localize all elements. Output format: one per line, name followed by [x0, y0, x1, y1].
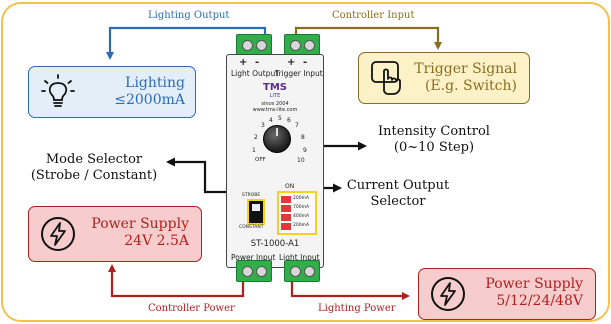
- power-left-title: Power Supply: [91, 216, 189, 232]
- power-right-title: Power Supply: [485, 276, 583, 292]
- mode-constant-label: CONSTANT: [239, 225, 264, 230]
- intensity-range: (0~10 Step): [393, 140, 475, 155]
- power-input-terminal-label: Power Input: [231, 253, 276, 262]
- lighting-box: Lighting ≤2000mA: [28, 66, 196, 118]
- dip-label-3: 400mA: [293, 214, 310, 219]
- lighting-title: Lighting: [125, 75, 185, 91]
- mode-strobe-label: STROBE: [242, 193, 261, 198]
- touch-finger-icon: [371, 61, 401, 95]
- lighting-current: ≤2000mA: [114, 92, 185, 108]
- intensity-knob[interactable]: [263, 125, 291, 153]
- controller-power-wire: [108, 264, 245, 298]
- lighting-box-text: Lighting ≤2000mA: [114, 75, 185, 109]
- mode-selector-callout: Mode Selector (Strobe / Constant): [26, 152, 162, 184]
- trigger-title: Trigger Signal: [414, 61, 517, 77]
- since-text: since 2004: [261, 101, 289, 107]
- power-supply-controller-box: Power Supply 24V 2.5A: [28, 206, 202, 262]
- dial-number-5: 5: [278, 115, 282, 122]
- trigger-box-text: Trigger Signal (E.g. Switch): [414, 61, 517, 95]
- light-input-terminal-label: Light Input: [279, 253, 320, 262]
- dial-number-1: 1: [252, 147, 256, 154]
- tms-logo: TMS LITE: [263, 82, 287, 100]
- power-input-terminal[interactable]: [236, 260, 272, 282]
- trigger-signal-box: Trigger Signal (E.g. Switch): [358, 52, 530, 104]
- dial-number-10: 10: [297, 157, 305, 164]
- power-right-spec: 5/12/24/48V: [496, 293, 583, 309]
- intensity-title: Intensity Control: [378, 124, 490, 139]
- dial-number-6: 6: [287, 117, 291, 124]
- power-left-text: Power Supply 24V 2.5A: [91, 216, 189, 250]
- device-body: + - + - Light Output Trigger Input TMS L…: [226, 54, 324, 268]
- dial-number-2: 2: [254, 134, 258, 141]
- trigger-example: (E.g. Switch): [425, 78, 517, 94]
- light-bulb-icon: [41, 74, 75, 107]
- controller-power-label: Controller Power: [148, 303, 235, 314]
- polarity-top-3: +: [287, 57, 296, 68]
- mode-options: (Strobe / Constant): [30, 168, 158, 183]
- polarity-top-2: -: [255, 57, 260, 68]
- mode-title: Mode Selector: [45, 152, 143, 167]
- current-title: Current Output: [346, 178, 450, 193]
- lighting-output-label: Lighting Output: [148, 10, 230, 21]
- lighting-power-label: Lighting Power: [318, 303, 396, 314]
- dial-number-8: 8: [301, 134, 305, 141]
- light-output-terminal[interactable]: [236, 34, 272, 56]
- dial-off-label: OFF: [255, 157, 266, 163]
- website-text: www.tms-lite.com: [252, 107, 298, 113]
- dial-number-3: 3: [261, 122, 265, 129]
- trigger-input-terminal-label: Trigger Input: [275, 69, 323, 78]
- dip-label-1: 200mA: [293, 196, 310, 201]
- st-1000-a1-controller: + - + - Light Output Trigger Input TMS L…: [226, 32, 324, 282]
- mode-selector-switch[interactable]: [247, 199, 265, 225]
- dial-number-7: 7: [295, 122, 299, 129]
- polarity-top-1: +: [239, 57, 248, 68]
- dial-number-9: 9: [303, 147, 307, 154]
- controller-input-label: Controller Input: [332, 10, 415, 21]
- lightning-bolt-icon: [41, 217, 75, 251]
- dip-label-2: 700mA: [293, 205, 310, 210]
- dial-number-4: 4: [269, 117, 273, 124]
- current-subtitle: Selector: [370, 194, 426, 209]
- trigger-input-terminal[interactable]: [284, 34, 320, 56]
- power-supply-lighting-box: Power Supply 5/12/24/48V: [418, 268, 596, 320]
- current-output-dip-switch[interactable]: 200mA 700mA 400mA 200mA: [277, 191, 317, 235]
- current-selector-callout: Current Output Selector: [342, 178, 454, 210]
- polarity-top-4: -: [303, 57, 308, 68]
- dip-on-label: ON: [285, 183, 295, 190]
- dip-label-4: 200mA: [293, 223, 310, 228]
- light-input-terminal[interactable]: [284, 260, 320, 282]
- lightning-bolt-icon: [431, 277, 465, 311]
- model-label: ST-1000-A1: [250, 239, 300, 249]
- power-right-text: Power Supply 5/12/24/48V: [485, 276, 583, 310]
- intensity-control-callout: Intensity Control (0~10 Step): [374, 124, 494, 156]
- light-output-terminal-label: Light Output: [231, 69, 279, 78]
- power-left-spec: 24V 2.5A: [124, 233, 189, 249]
